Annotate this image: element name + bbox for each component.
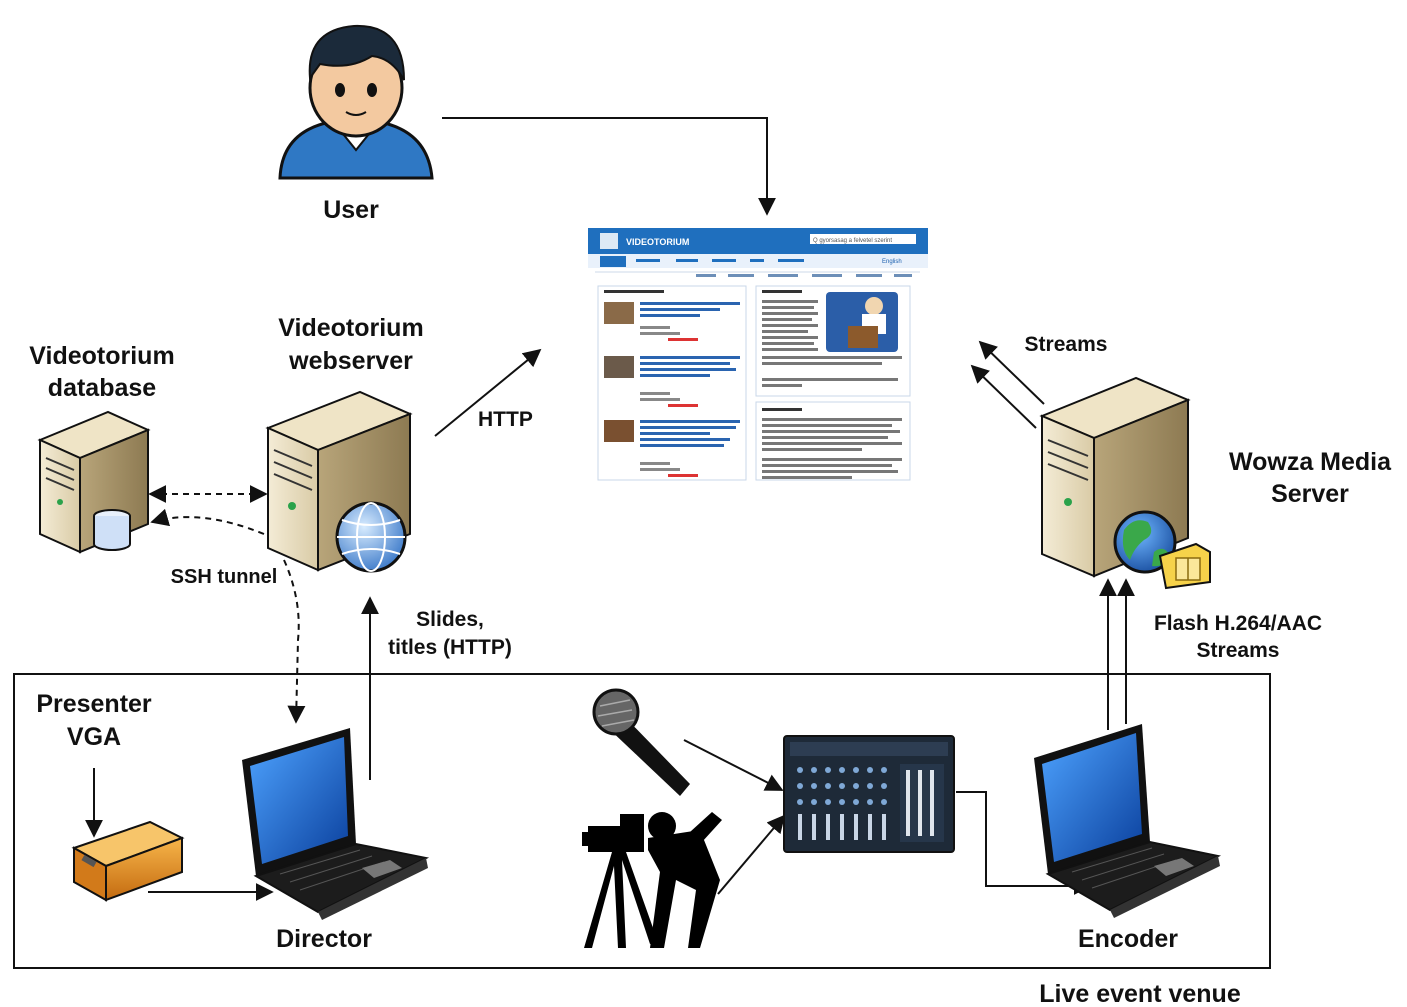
website-brand: VIDEOTORIUM — [626, 237, 689, 247]
slides-label-line1: Slides, — [416, 608, 484, 631]
presenter-label-line1: Presenter — [36, 690, 152, 718]
microphone-icon — [592, 688, 690, 796]
ssh-tunnel-label: SSH tunnel — [171, 566, 278, 588]
media-folder-icon — [1158, 542, 1211, 590]
http-arrow — [434, 348, 542, 437]
globe-icon — [335, 501, 407, 573]
user-icon — [278, 24, 434, 180]
user-to-website-arrow — [442, 117, 776, 216]
presenter-label-line2: VGA — [67, 723, 121, 751]
streams-arrow-2 — [970, 364, 1037, 429]
database-server-icon — [37, 410, 151, 554]
webserver-label-line2: webserver — [288, 347, 413, 375]
encoder-laptop-icon — [1034, 724, 1222, 918]
user-label: User — [323, 196, 379, 224]
database-label-line2: database — [48, 374, 156, 402]
vga-capture-device-icon — [71, 820, 185, 902]
webserver-icon — [265, 390, 413, 572]
earth-globe-icon — [1113, 510, 1177, 574]
flash-label-line1: Flash H.264/AAC — [1154, 612, 1322, 635]
webserver-label-line1: Videotorium — [278, 314, 423, 342]
website-search: Q gyorsasag a felvetel szerint — [813, 238, 892, 244]
ssh-tunnel-to-db-arrow — [150, 508, 265, 535]
ssh-tunnel-to-director-arrow — [283, 559, 306, 724]
slides-label-line2: titles (HTTP) — [388, 636, 512, 659]
camera-operator-icon — [582, 812, 722, 948]
videotorium-website-thumbnail: VIDEOTORIUM Q gyorsasag a felvetel szeri… — [588, 228, 928, 482]
live-event-venue-box — [13, 673, 1271, 969]
venue-label: Live event venue — [1039, 980, 1241, 1007]
database-label-line1: Videotorium — [29, 342, 174, 370]
wowza-label-line1: Wowza Media — [1229, 448, 1392, 476]
flash-label-line2: Streams — [1197, 639, 1280, 662]
camera-to-mixer-arrow — [717, 814, 786, 895]
website-lang: English — [882, 259, 902, 265]
director-label: Director — [276, 925, 372, 953]
mixer-to-encoder-arrow — [956, 791, 1092, 895]
http-label: HTTP — [478, 408, 533, 431]
av-mixer-icon — [783, 735, 955, 853]
encoder-label: Encoder — [1078, 925, 1178, 953]
mic-to-mixer-arrow — [683, 739, 784, 791]
streams-label: Streams — [1025, 333, 1108, 356]
wowza-label-line2: Server — [1271, 480, 1349, 508]
director-laptop-icon — [242, 728, 430, 920]
streams-arrow-1 — [978, 340, 1045, 405]
